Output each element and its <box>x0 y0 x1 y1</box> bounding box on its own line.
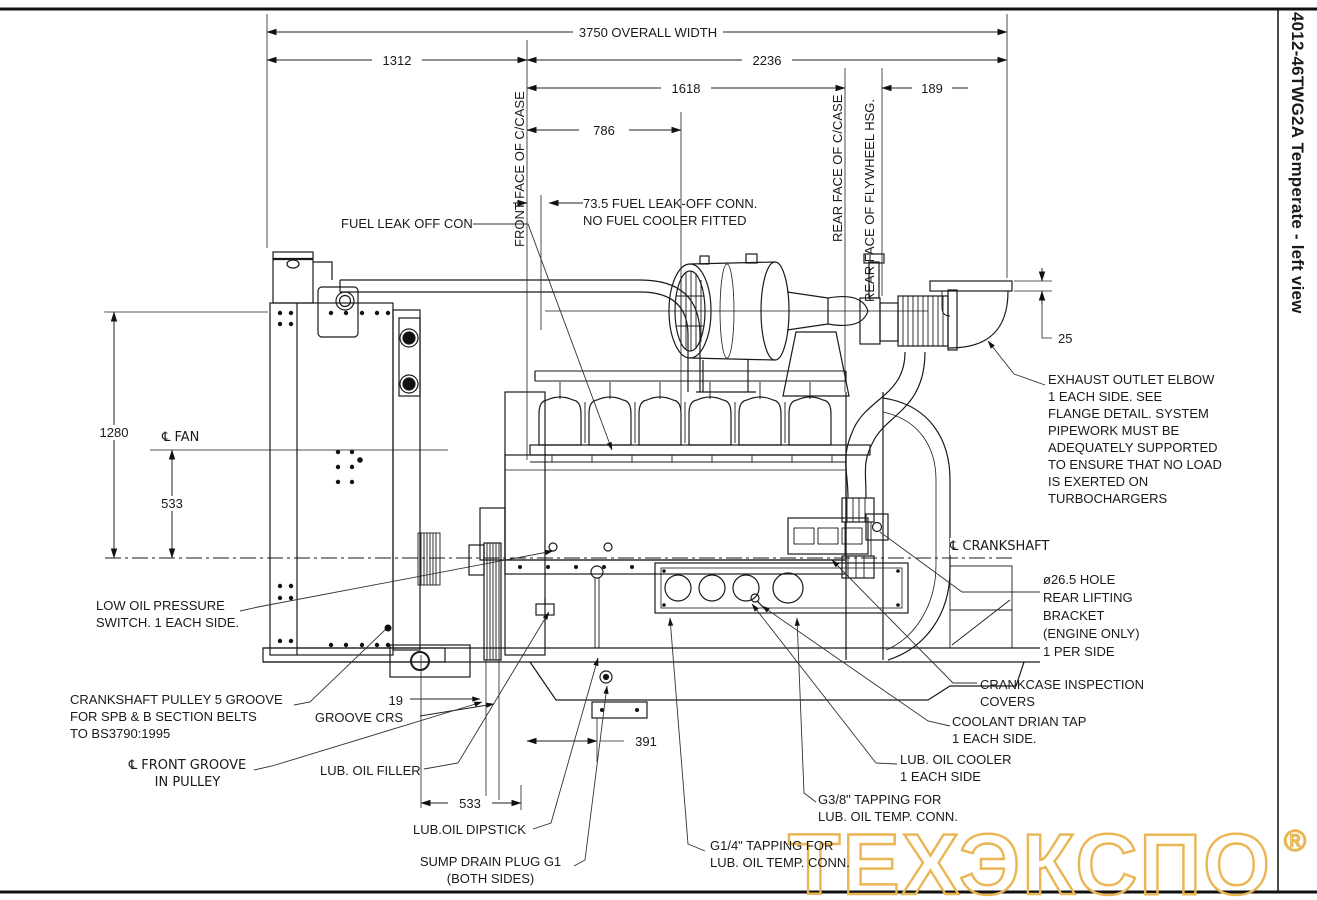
coolant-drain-note: COOLANT DRIAN TAP 1 EACH SIDE. <box>952 714 1087 746</box>
leader-g14 <box>668 617 706 852</box>
leader-g38 <box>794 617 817 803</box>
coolant-pipe <box>313 261 701 392</box>
dim-overall-width-label: 3750 OVERALL WIDTH <box>573 25 723 40</box>
oil-sump <box>529 661 1025 719</box>
leader-lines <box>239 223 1046 867</box>
dim-1618-label: 1618 <box>661 81 711 96</box>
charge-pipes <box>841 351 926 579</box>
rear-lifting-note: ø26.5 HOLE REAR LIFTING BRACKET (ENGINE … <box>1043 572 1140 659</box>
dim-1280-label: 1280 <box>92 425 136 440</box>
rear-face-ccase-label: REAR FACE OF C/CASE <box>830 94 845 242</box>
dim-25 <box>1014 268 1052 339</box>
fuel-leak-off-label: FUEL LEAK OFF CON <box>341 216 473 231</box>
oil-cooler-note: LUB. OIL COOLER 1 EACH SIDE <box>900 752 1012 784</box>
watermark-registered-icon: ® <box>1284 825 1306 858</box>
crankshaft-pulley-note: CRANKSHAFT PULLEY 5 GROOVE FOR SPB & B S… <box>70 692 283 741</box>
leader-rear-lifting <box>879 531 1040 593</box>
crank-pulley <box>389 507 506 678</box>
engine-block <box>504 391 909 656</box>
leader-coolant <box>761 605 951 727</box>
leader-low-oil <box>239 549 554 612</box>
dim-25-label: 25 <box>1058 331 1073 346</box>
dim-533-bottom-label: 533 <box>448 796 492 811</box>
leader-exhaust <box>987 340 1046 386</box>
g38-tapping-note: G3/8" TAPPING FOR LUB. OIL TEMP. CONN. <box>818 792 958 824</box>
crankshaft-centerline-label: ℄ CRANKSHAFT <box>950 538 1050 555</box>
rear-lifting-bracket <box>865 513 889 541</box>
dim-189-label: 189 <box>912 81 952 96</box>
fan-centerline-label: ℄ FAN <box>162 430 200 445</box>
leader-oil-cooler <box>751 603 898 765</box>
base-skid <box>263 647 1040 663</box>
leader-fuel-leak-off <box>473 223 613 451</box>
exhaust-note: EXHAUST OUTLET ELBOW 1 EACH SIDE. SEE FL… <box>1048 372 1222 506</box>
belt-guard-hatch <box>417 532 441 586</box>
leader-oil-filler <box>423 611 550 770</box>
leader-crank-pulley <box>293 628 387 706</box>
dim-391-label: 391 <box>626 734 666 749</box>
centerline-fan <box>150 310 928 451</box>
dim-2236-label: 2236 <box>742 53 792 68</box>
front-face-ccase-label: FRONT FACE OF C/CASE <box>512 91 527 247</box>
leader-dipstick <box>532 657 599 830</box>
watermark: ТЕХЭКСПО ® <box>787 816 1307 900</box>
oil-filler-label: LUB. OIL FILLER <box>320 763 421 778</box>
groove-crs-label: 19 GROOVE CRS <box>314 693 403 725</box>
turbocharger <box>859 253 958 351</box>
leader-front-groove <box>253 701 483 771</box>
leader-sump-drain <box>573 685 609 867</box>
flywheel-housing <box>845 392 1013 661</box>
g14-tapping-note: G1/4" TAPPING FOR LUB. OIL TEMP. CONN. <box>710 838 850 870</box>
dim-1312-label: 1312 <box>372 53 422 68</box>
dim-786-label: 786 <box>579 123 629 138</box>
low-oil-pressure-note: LOW OIL PRESSURE SWITCH. 1 EACH SIDE. <box>96 598 240 630</box>
watermark-text: ТЕХЭКСПО <box>788 817 1272 900</box>
cylinder-heads <box>529 370 871 463</box>
front-groove-note: ℄ FRONT GROOVE IN PULLEY <box>128 758 247 790</box>
rear-face-flywheel-label: REAR FACE OF FLYWHEEL HSG. <box>862 99 877 302</box>
oil-cooler <box>654 562 909 614</box>
dipstick-label: LUB.OIL DIPSTICK <box>413 822 526 837</box>
sump-drain-note: SUMP DRAIN PLUG G1 (BOTH SIDES) <box>419 854 562 886</box>
crankcase-covers-note: CRANKCASE INSPECTION COVERS <box>980 677 1144 709</box>
sheet-frame <box>0 7 1317 894</box>
fuel-leak-conn-note: 73.5 FUEL LEAK-OFF CONN. NO FUEL COOLER … <box>583 196 758 228</box>
dim-533-fan-label: 533 <box>152 496 192 511</box>
sheet-title: 4012-46TWG2A Temperate - left view <box>1288 12 1307 314</box>
exhaust-elbow <box>929 280 1013 349</box>
leader-crankcase <box>831 559 977 684</box>
